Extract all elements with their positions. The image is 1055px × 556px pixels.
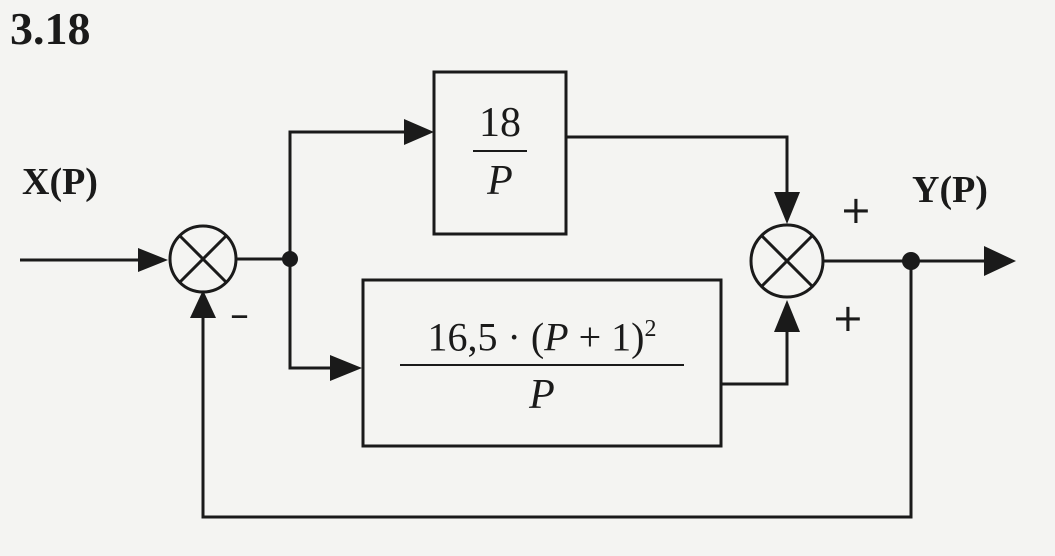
integrator-numerator: 18 [479, 100, 521, 146]
branch-bottom-line [288, 259, 334, 370]
bottom-block-arrow [330, 355, 362, 381]
sum-sign-top: + [840, 188, 872, 232]
feedback-sign: – [230, 292, 249, 336]
feedback-line [201, 261, 913, 519]
sum-sign-bottom: + [832, 296, 864, 340]
bottom-output-line [721, 326, 789, 386]
summing-junction-left [168, 224, 238, 294]
integrator-transfer-function: 18 P [434, 100, 566, 204]
main-numerator-tail: + 1) [568, 314, 645, 360]
bottom-output-arrow [774, 300, 800, 332]
problem-number: 3.18 [10, 3, 91, 54]
main-numerator-var: P [544, 314, 569, 360]
main-exponent: 2 [644, 316, 657, 342]
main-numerator: 16,5 · (P + 1)2 [363, 306, 721, 360]
main-denominator: P [529, 372, 555, 419]
main-block [361, 278, 723, 448]
fraction-bar [400, 364, 684, 367]
output-arrow [984, 246, 1016, 276]
fraction-bar [473, 150, 527, 152]
branch-top-line [288, 130, 408, 259]
input-signal-label: X(P) [22, 161, 98, 203]
feedback-arrow [190, 290, 216, 318]
integrator-block [432, 70, 568, 236]
top-output-arrow [774, 192, 800, 224]
summing-junction-right [749, 223, 825, 299]
main-transfer-function: 16,5 · (P + 1)2 P [363, 306, 721, 418]
main-numerator-text: 16,5 · ( [427, 314, 545, 360]
output-signal-label: Y(P) [912, 169, 988, 211]
integrator-denominator: P [487, 158, 513, 204]
top-block-arrow [404, 119, 434, 145]
input-arrow [138, 248, 168, 272]
top-output-line [566, 135, 789, 198]
